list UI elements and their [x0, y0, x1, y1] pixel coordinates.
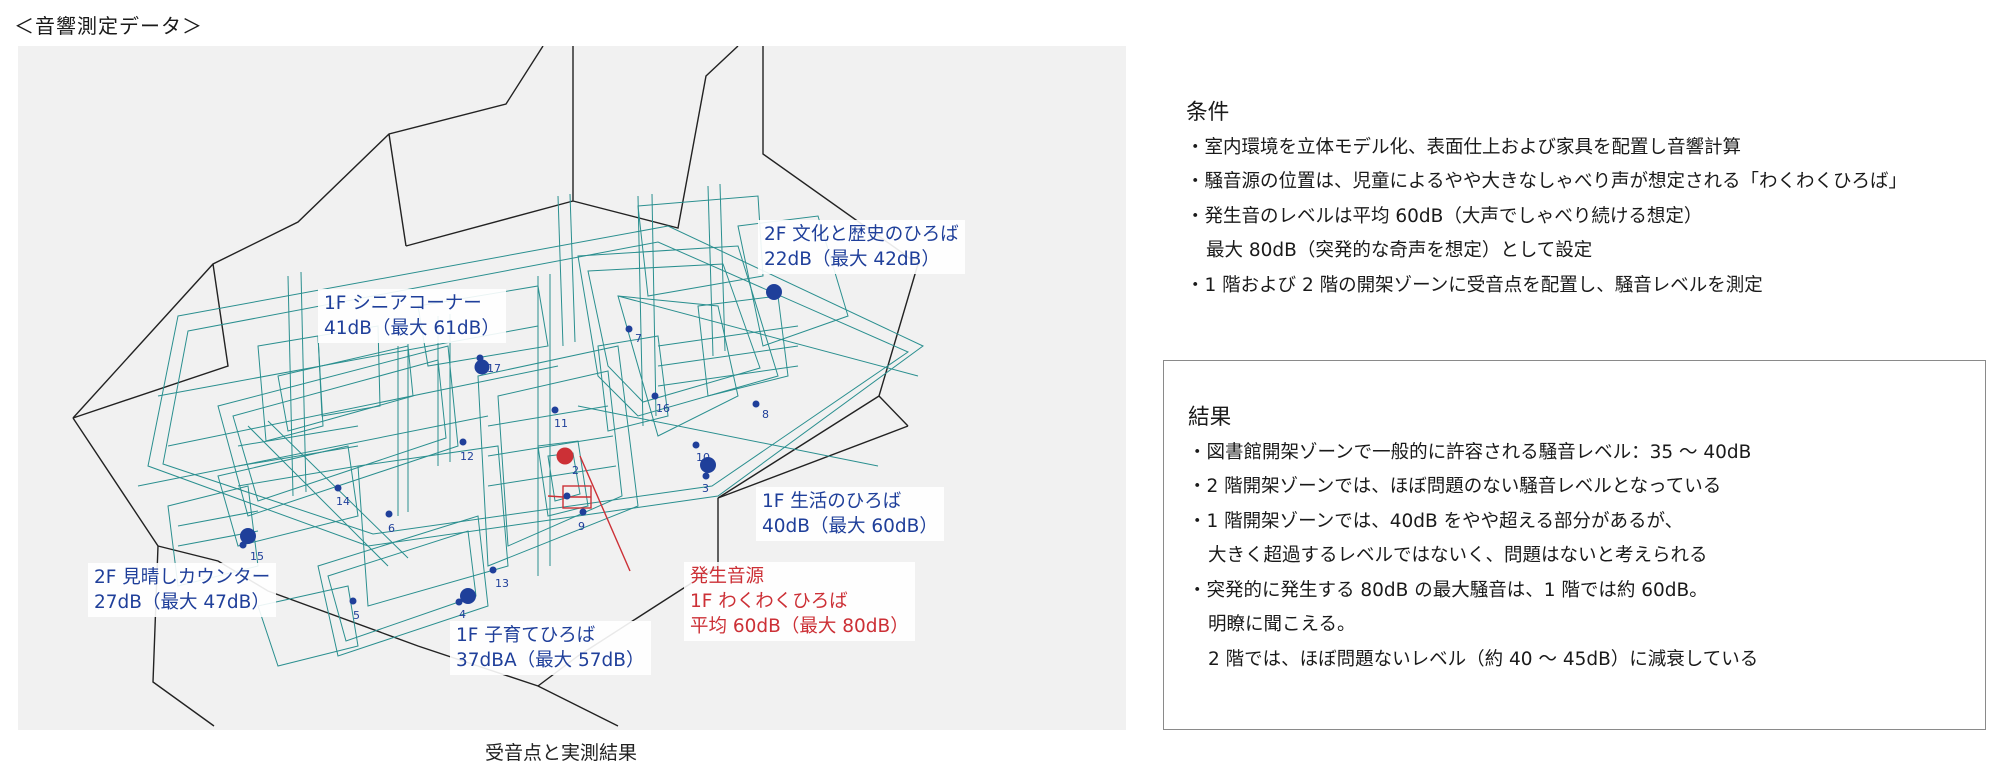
callout-child-level: 37dBA（最大 57dB） — [456, 650, 645, 671]
acoustic-model-figure: 2 3 4 5 6 7 8 9 10 11 12 13 14 15 16 17 … — [18, 46, 1126, 730]
result-line: ・突発的に発生する 80dB の最大騒音は、1 階では約 60dB。 — [1188, 579, 1708, 601]
callout-senior-corner: 1F シニアコーナー 41dB（最大 61dB） — [318, 289, 506, 343]
result-line: ・1 階開架ゾーンでは、40dB をやや超える部分があるが、 — [1188, 510, 1684, 532]
callout-source-location: 1F わくわくひろば — [690, 591, 848, 612]
callout-childcare-plaza: 1F 子育てひろば 37dBA（最大 57dB） — [450, 621, 651, 675]
callout-child-title: 1F 子育てひろば — [456, 625, 596, 646]
sub-receiver-points — [239, 325, 760, 606]
receiver-life-marker — [700, 457, 716, 473]
callout-source-title: 発生音源 — [690, 566, 765, 587]
callout-culture-level: 22dB（最大 42dB） — [764, 249, 940, 270]
main-receiver-points — [240, 284, 782, 604]
point-label: 6 — [388, 522, 395, 535]
point-label: 7 — [635, 332, 642, 345]
point-label: 17 — [487, 362, 501, 375]
receiver-child-marker — [460, 588, 476, 604]
callout-counter-title: 2F 見晴しカウンター — [94, 567, 271, 588]
callout-view-counter: 2F 見晴しカウンター 27dB（最大 47dB） — [88, 563, 277, 617]
result-line: ・2 階開架ゾーンでは、ほぼ問題のない騒音レベルとなっている — [1188, 476, 1722, 497]
callout-life-plaza: 1F 生活のひろば 40dB（最大 60dB） — [756, 487, 944, 541]
source-marker-detail — [547, 455, 631, 572]
callout-senior-level: 41dB（最大 61dB） — [324, 318, 500, 339]
point-label: 5 — [353, 609, 360, 622]
figure-caption: 受音点と実測結果 — [485, 742, 638, 764]
condition-line: 最大 80dB（突発的な奇声を想定）として設定 — [1206, 240, 1593, 261]
point-label: 4 — [459, 608, 466, 621]
callout-culture-title: 2F 文化と歴史のひろば — [764, 224, 959, 245]
callout-culture-plaza: 2F 文化と歴史のひろば 22dB（最大 42dB） — [758, 220, 965, 274]
point-label: 15 — [250, 550, 264, 563]
point-label: 16 — [656, 402, 670, 415]
acoustic-model-diagram: 2 3 4 5 6 7 8 9 10 11 12 13 14 15 16 17 — [72, 46, 924, 727]
callout-senior-title: 1F シニアコーナー — [324, 293, 482, 314]
receiver-senior-marker — [474, 359, 490, 375]
results-section: 結果 ・図書館開架ゾーンで一般的に許容される騒音レベル：35 ～ 40dB ・2… — [1188, 401, 1968, 677]
point-label: 13 — [495, 577, 509, 590]
result-line: ・図書館開架ゾーンで一般的に許容される騒音レベル：35 ～ 40dB — [1188, 441, 1752, 463]
callout-life-level: 40dB（最大 60dB） — [762, 516, 938, 537]
callout-sound-source: 発生音源 1F わくわくひろば 平均 60dB（最大 80dB） — [684, 562, 915, 641]
sound-source-marker — [556, 447, 574, 465]
point-label: 14 — [336, 495, 350, 508]
point-label: 11 — [554, 417, 568, 430]
result-line: 2 階では、ほぼ問題ないレベル（約 40 ～ 45dB）に減衰している — [1208, 648, 1759, 670]
callout-counter-level: 27dB（最大 47dB） — [94, 592, 270, 613]
point-label: 10 — [696, 451, 710, 464]
results-title: 結果 — [1188, 405, 1232, 430]
receiver-culture-marker — [766, 284, 782, 300]
callout-life-title: 1F 生活のひろば — [762, 491, 902, 512]
receiver-counter-marker — [240, 528, 256, 544]
condition-line: ・発生音のレベルは平均 60dB（大声でしゃべり続ける想定） — [1186, 205, 1703, 227]
point-label: 2 — [572, 464, 579, 477]
page-title: ＜音響測定データ＞ — [14, 14, 203, 38]
conditions-section: 条件 ・室内環境を立体モデル化、表面仕上および家具を配置し音響計算 ・騒音源の位… — [1186, 96, 1966, 303]
point-label: 9 — [578, 520, 585, 533]
point-label: 3 — [702, 482, 709, 495]
condition-line: ・室内環境を立体モデル化、表面仕上および家具を配置し音響計算 — [1186, 136, 1742, 158]
results-panel: 結果 ・図書館開架ゾーンで一般的に許容される騒音レベル：35 ～ 40dB ・2… — [1163, 360, 1986, 730]
condition-line: ・騒音源の位置は、児童によるやや大きなしゃべり声が想定される「わくわくひろば」 — [1186, 171, 1907, 192]
result-line: 明瞭に聞こえる。 — [1208, 614, 1356, 635]
condition-line: ・1 階および 2 階の開架ゾーンに受音点を配置し、騒音レベルを測定 — [1186, 274, 1763, 296]
conditions-title: 条件 — [1186, 100, 1230, 125]
point-label: 12 — [460, 450, 474, 463]
result-line: 大きく超過するレベルではないく、問題はないと考えられる — [1208, 545, 1708, 566]
callout-source-level: 平均 60dB（最大 80dB） — [690, 616, 909, 637]
interior-model — [137, 183, 924, 667]
point-label: 8 — [762, 408, 769, 421]
